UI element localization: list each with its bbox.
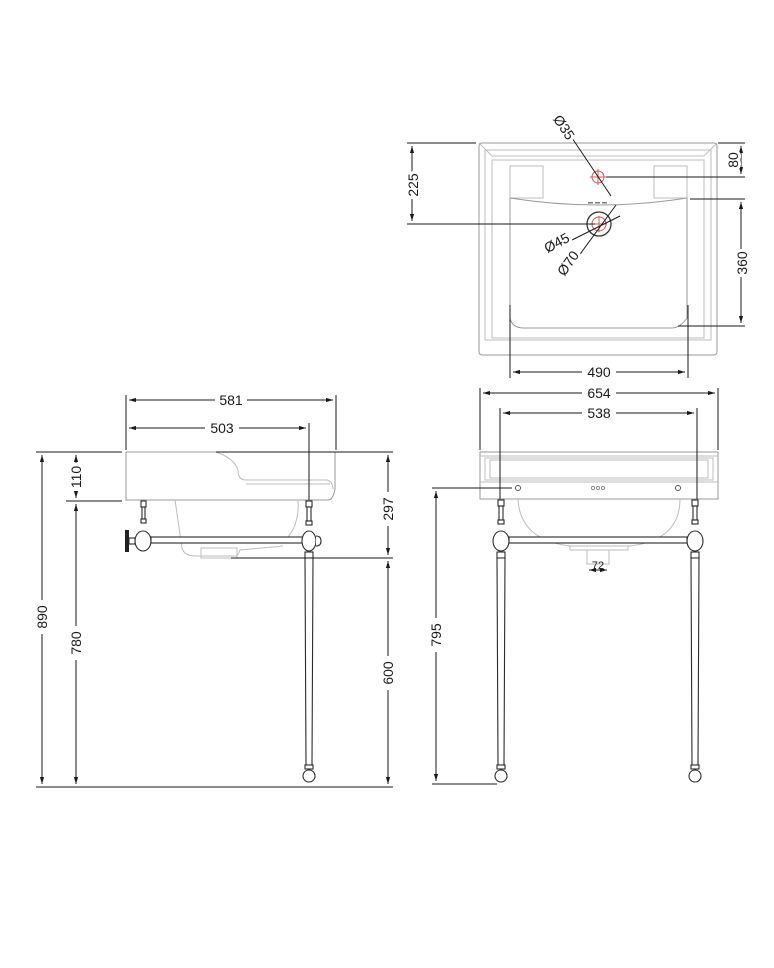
- dim-503: 503: [210, 420, 234, 436]
- dim-780: 780: [68, 631, 84, 655]
- stand-front: [492, 499, 704, 783]
- dim-dia-35: Ø35: [550, 112, 578, 143]
- side-view: 581 503 890 110 780 297 600: [34, 392, 396, 788]
- dim-80: 80: [725, 152, 741, 168]
- dim-297: 297: [380, 497, 396, 521]
- svg-text:80: 80: [725, 152, 741, 168]
- bowl-top: [509, 197, 688, 329]
- svg-text:360: 360: [734, 251, 750, 275]
- svg-text:225: 225: [405, 173, 421, 197]
- dim-795: 795: [428, 623, 444, 647]
- dim-490: 490: [587, 364, 611, 380]
- stand-side: [125, 500, 322, 783]
- top-view: 225 225 80 80 360 360 490 Ø35 Ø35 Ø45 Ø4…: [402, 109, 753, 380]
- dim-654: 654: [587, 385, 611, 401]
- dim-600: 600: [380, 661, 396, 685]
- front-view: 654 538 795 72: [428, 385, 719, 785]
- basin-side: [125, 451, 336, 501]
- dim-72: 72: [592, 560, 604, 572]
- basin-front: [479, 451, 719, 500]
- dim-110: 110: [68, 466, 84, 489]
- dim-538: 538: [587, 405, 611, 421]
- dim-581: 581: [219, 392, 243, 408]
- dim-225: 225: [405, 173, 421, 197]
- cross-rail: [508, 536, 688, 544]
- dim-360: 360: [734, 251, 750, 275]
- dim-890: 890: [34, 605, 50, 629]
